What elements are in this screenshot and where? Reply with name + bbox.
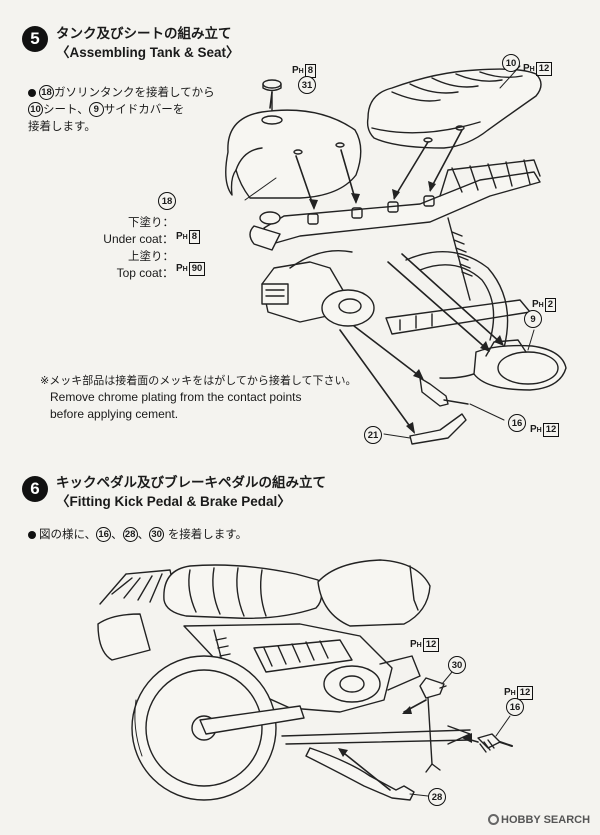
watermark-text: HOBBY SEARCH <box>501 814 591 826</box>
step6-number-badge: 6 <box>22 476 48 502</box>
callout-part-28: 28 <box>428 788 446 806</box>
chrome-note: ※メッキ部品は接着面のメッキをはがしてから接着して下さい。 Remove chr… <box>40 372 420 423</box>
part-callout: 28 <box>122 527 138 542</box>
top-coat-label: 上塗り： Top coat： <box>96 248 174 282</box>
part-callout: 18 <box>39 85 54 100</box>
instruction-text: サイドカバーを <box>103 102 185 116</box>
instruction-text: を接着します。 <box>167 527 248 541</box>
step6-drawing <box>97 559 513 801</box>
step5-instruction-line3: 接着します。 <box>28 118 248 135</box>
part-callout: 10 <box>28 102 43 117</box>
part-callout: 16 <box>96 527 112 542</box>
callout-part-31: 31 <box>298 76 316 94</box>
instruction-text: シート、 <box>43 102 89 116</box>
step6-number: 6 <box>30 479 40 498</box>
step6-instruction: 図の様に、16、28、30 を接着します。 <box>28 526 247 543</box>
top-coat-jp: 上塗り： <box>128 249 174 263</box>
under-coat-label: 下塗り： Under coat： <box>96 214 174 248</box>
chrome-note-jp: ※メッキ部品は接着面のメッキをはがしてから接着して下さい。 <box>40 374 357 387</box>
step5-drawing <box>225 65 567 445</box>
callout-part-9: 9 <box>524 310 542 328</box>
callout-part-16: 16 <box>508 414 526 432</box>
chrome-note-en-line2: before applying cement. <box>50 407 179 421</box>
chrome-note-en-line1: Remove chrome plating from the contact p… <box>50 390 302 404</box>
step5-number-badge: 5 <box>22 26 48 52</box>
callout-part-10: 10 <box>502 54 520 72</box>
callout-part-18: 18 <box>158 192 176 210</box>
step5-title-en: 〈Assembling Tank & Seat〉 <box>56 45 240 60</box>
top-coat-en: Top coat： <box>116 266 174 280</box>
part-callout: 30 <box>149 527 165 542</box>
watermark: HOBBY SEARCH <box>488 814 590 826</box>
watermark-logo-icon <box>488 814 499 825</box>
callout-part-30: 30 <box>448 656 466 674</box>
callout-part-21: 21 <box>364 426 382 444</box>
step5-number: 5 <box>30 29 40 48</box>
under-coat-jp: 下塗り： <box>128 215 174 229</box>
bullet-icon <box>28 530 36 539</box>
bullet-icon <box>28 88 36 97</box>
part-callout: 9 <box>88 102 104 117</box>
callout-part-16-b: 16 <box>506 698 524 716</box>
step5-title-jp: タンク及びシートの組み立て <box>56 26 232 42</box>
instruction-text: 接着します。 <box>28 119 96 133</box>
step6-title-en: 〈Fitting Kick Pedal & Brake Pedal〉 <box>56 494 291 509</box>
instruction-text: ガソリンタンクを接着してから <box>54 85 215 99</box>
instruction-text: 図の様に、 <box>39 527 97 541</box>
step6-title-jp: キックペダル及びブレーキペダルの組み立て <box>56 475 326 491</box>
under-coat-en: Under coat： <box>103 232 174 246</box>
